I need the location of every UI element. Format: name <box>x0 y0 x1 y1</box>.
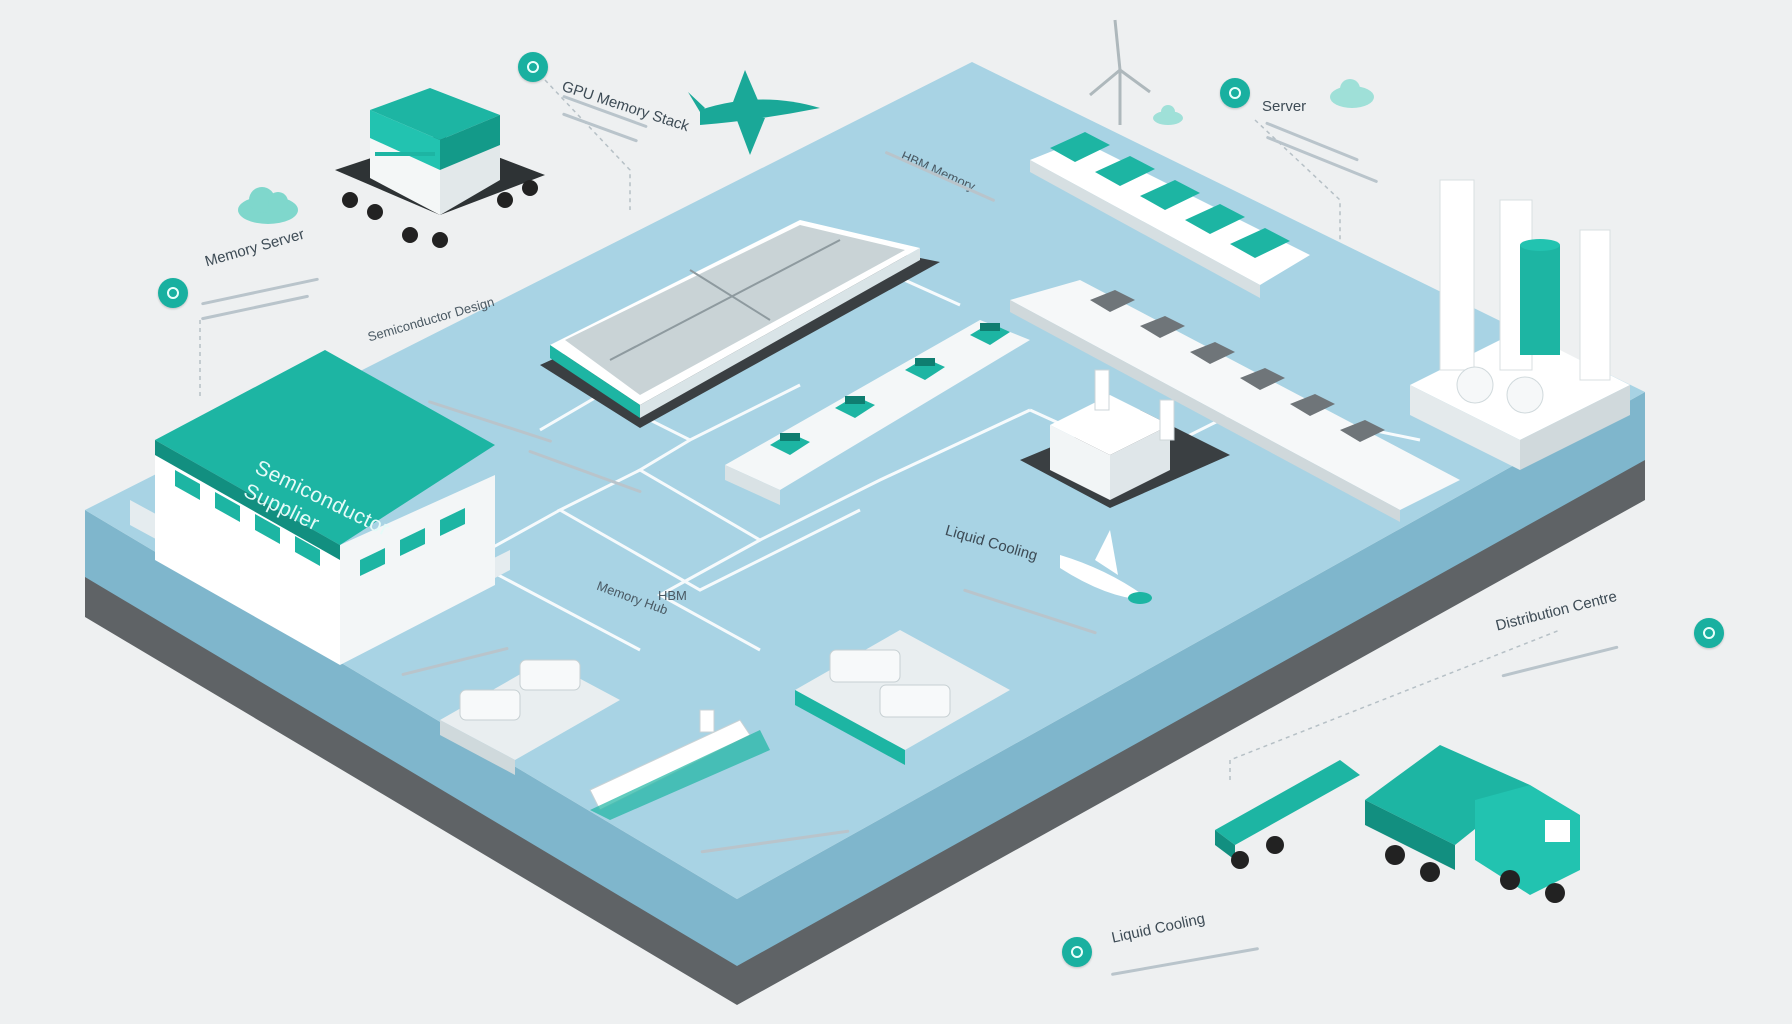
tray-conveyor <box>1010 280 1460 522</box>
small-factory <box>1020 369 1230 508</box>
badge-icon <box>158 278 188 308</box>
badge-icon <box>518 52 548 82</box>
callout-leaders <box>199 79 1561 780</box>
badge-icon <box>1062 937 1092 967</box>
gpu-memory-stack <box>540 220 940 428</box>
wind-turbine-icon <box>1089 19 1151 125</box>
airplane-small-icon <box>1060 530 1152 604</box>
truck-icon <box>1215 745 1580 903</box>
hbm-chip-row <box>725 320 1030 505</box>
label-hbm-small: HBM <box>658 588 687 603</box>
badge-icon <box>1220 78 1250 108</box>
storage-units-left <box>440 659 620 775</box>
memory-server-module <box>335 88 545 248</box>
storage-units-right <box>795 630 1010 765</box>
platform-side <box>85 392 1645 966</box>
airplane-icon <box>688 70 820 155</box>
semiconductor-building <box>130 350 510 665</box>
power-plant <box>1410 179 1630 470</box>
label-server: Server <box>1262 98 1307 115</box>
badge-icon <box>1694 618 1724 648</box>
cloud-icon-2 <box>1330 79 1374 108</box>
cloud-icon <box>238 187 298 224</box>
cloud-icon-3 <box>1153 105 1183 125</box>
server-rack <box>1030 132 1310 298</box>
ship-icon <box>589 709 770 820</box>
